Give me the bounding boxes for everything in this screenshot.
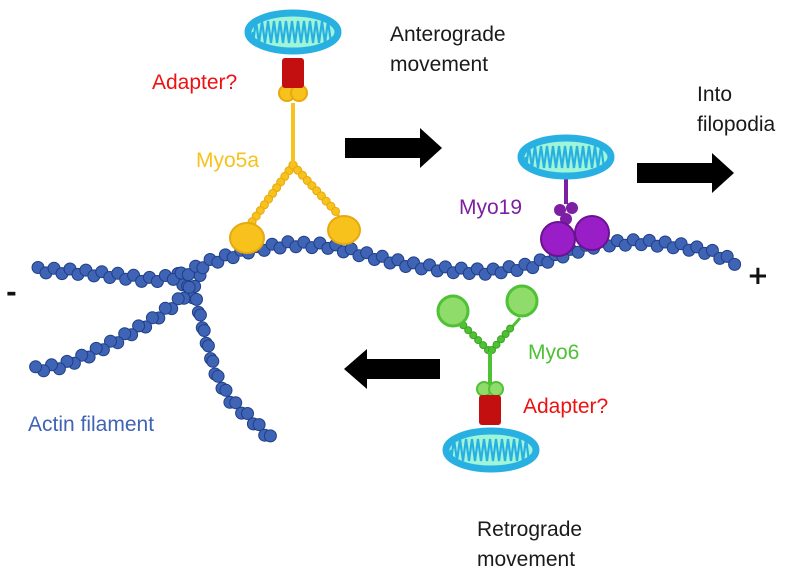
into-filopodia-label-line1: Into xyxy=(697,83,733,106)
actin-monomer xyxy=(206,354,220,368)
myo5a-label: Myo5a xyxy=(196,149,260,172)
retrograde-label: Retrograde movement xyxy=(477,517,582,573)
mitochondrion-cristae xyxy=(251,20,333,44)
myo5a-neck-beads xyxy=(247,160,341,227)
myo6-light-chain xyxy=(474,336,483,345)
myo6-light-chain xyxy=(479,341,488,350)
retrograde-label-line2: movement xyxy=(477,548,576,571)
myo6-cargo-domain-right xyxy=(488,381,504,397)
actin-monomer xyxy=(29,360,43,374)
myo6-light-chain xyxy=(469,331,478,340)
actin-monomer xyxy=(145,311,159,325)
myo6-head-left xyxy=(436,294,470,328)
myo6-light-chain xyxy=(492,340,501,349)
into-filopodia-label-line2: filopodia xyxy=(697,113,776,136)
mitochondrion-bottom xyxy=(442,427,540,473)
myo6-light-chain xyxy=(501,330,510,338)
actin-monomer xyxy=(229,396,243,410)
actin-monomer xyxy=(541,255,555,269)
actin-monomer xyxy=(263,429,277,443)
actin-monomer xyxy=(526,261,540,275)
myo6-label: Myo6 xyxy=(528,341,580,364)
actin-monomer xyxy=(171,292,185,306)
actin-monomer xyxy=(252,418,266,432)
myo5a-head-left xyxy=(229,222,265,254)
actin-monomer xyxy=(241,407,254,420)
myo19-label: Myo19 xyxy=(459,196,523,219)
anterograde-label: Anterograde movement xyxy=(390,22,506,78)
myo19-lever-bead xyxy=(566,202,578,214)
adapter-top-label: Adapter? xyxy=(152,71,238,94)
actin-monomer xyxy=(132,319,146,333)
actin-monomer xyxy=(181,268,195,282)
actin-main-filament xyxy=(31,233,742,288)
myo6-light-chain xyxy=(506,324,515,333)
actin-monomer xyxy=(196,261,210,275)
actin-monomer xyxy=(118,327,132,341)
adapter-bottom-label: Adapter? xyxy=(523,395,609,418)
minus-end-label: - xyxy=(6,278,17,308)
myo19-head-right xyxy=(574,215,610,251)
actin-branch-lower xyxy=(171,267,277,443)
actin-filament-label: Actin filament xyxy=(28,413,155,436)
actin-monomer xyxy=(104,334,117,348)
arrow-into-filopodia xyxy=(637,153,734,193)
actin-monomer xyxy=(219,383,233,397)
actin-filament xyxy=(29,233,742,443)
into-filopodia-label: Into filopodia xyxy=(697,82,775,138)
mitochondrion-right xyxy=(517,134,615,180)
actin-monomer xyxy=(75,348,89,362)
actin-monomer xyxy=(705,243,719,257)
myo6-light-chain xyxy=(464,326,473,335)
myo5a-head-right xyxy=(327,215,361,245)
adapter-bottom-block xyxy=(479,395,501,425)
actin-monomer xyxy=(193,308,207,322)
actin-monomer xyxy=(211,369,225,383)
adapter-top-block xyxy=(282,58,304,88)
arrow-retrograde xyxy=(344,349,440,389)
actin-monomer xyxy=(197,324,211,337)
myo6-neck-beads xyxy=(459,321,515,354)
actin-monomer xyxy=(158,301,172,315)
myo19-head-left xyxy=(540,221,576,257)
anterograde-label-line1: Anterograde xyxy=(390,23,506,46)
plus-end-label: + xyxy=(747,261,769,291)
actin-monomer xyxy=(190,292,203,306)
myo5a-motor xyxy=(229,58,361,254)
actin-monomer xyxy=(89,341,103,355)
myo19-motor xyxy=(540,178,610,257)
myo5a-light-chain xyxy=(331,206,341,216)
mitochondrion-cristae xyxy=(524,145,606,169)
myo19-lever-bead xyxy=(554,204,566,216)
mitochondrion-cristae xyxy=(449,438,531,462)
actin-monomer xyxy=(728,257,742,271)
actin-monomer xyxy=(182,280,196,294)
myo6-head-right xyxy=(505,284,539,318)
anterograde-label-line2: movement xyxy=(390,53,489,76)
myo6-motor xyxy=(436,284,539,425)
actin-monomer xyxy=(201,339,215,353)
mitochondrion-top xyxy=(244,9,342,55)
actin-branch-left xyxy=(29,269,207,378)
actin-monomer xyxy=(720,249,734,263)
arrow-anterograde xyxy=(345,128,442,168)
myo6-light-chain xyxy=(497,335,505,344)
retrograde-label-line1: Retrograde xyxy=(477,518,583,541)
